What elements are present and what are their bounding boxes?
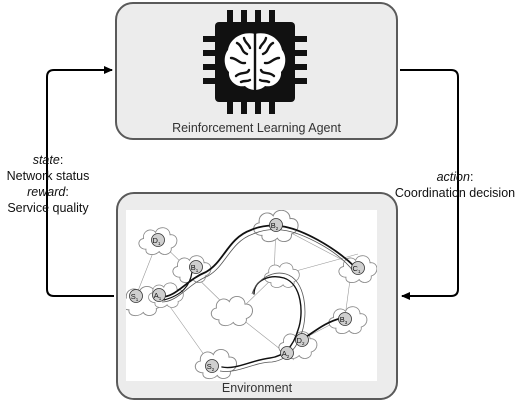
state-text: Network status [6,169,90,183]
node-a1: A1 [152,288,166,302]
brain-chip-icon [203,10,307,114]
node-label: S2 [207,362,215,372]
node-d2: D2 [295,333,309,347]
node-label: S1 [131,292,139,302]
action-text: Coordination decision [394,186,516,200]
action-term: action [436,170,470,184]
node-label: B3 [340,315,348,325]
node-b2: B2 [269,218,283,232]
node-label: C1 [353,264,361,274]
action-label: action: Coordination decision [386,169,524,201]
agent-caption: Reinforcement Learning Agent [172,121,341,135]
state-term: state [32,153,60,167]
agent-box: Reinforcement Learning Agent [115,2,398,140]
node-label: A2 [282,349,290,359]
node-a2: A2 [280,346,294,360]
node-label: D1 [153,236,161,246]
node-d1: D1 [151,233,165,247]
node-b3: B3 [338,312,352,326]
node-s1: S1 [129,289,143,303]
node-label: D2 [297,336,305,346]
reward-term: reward [27,185,66,199]
node-c1: C1 [351,261,365,275]
node-s2: S2 [205,359,219,373]
node-label: B2 [271,221,279,231]
state-reward-label: state: Network status reward: Service qu… [0,152,96,216]
node-label: A1 [154,291,162,301]
node-label: B1 [191,263,199,273]
environment-caption: Environment [221,381,293,395]
reward-text: Service quality [7,201,89,215]
node-b1: B1 [189,260,203,274]
